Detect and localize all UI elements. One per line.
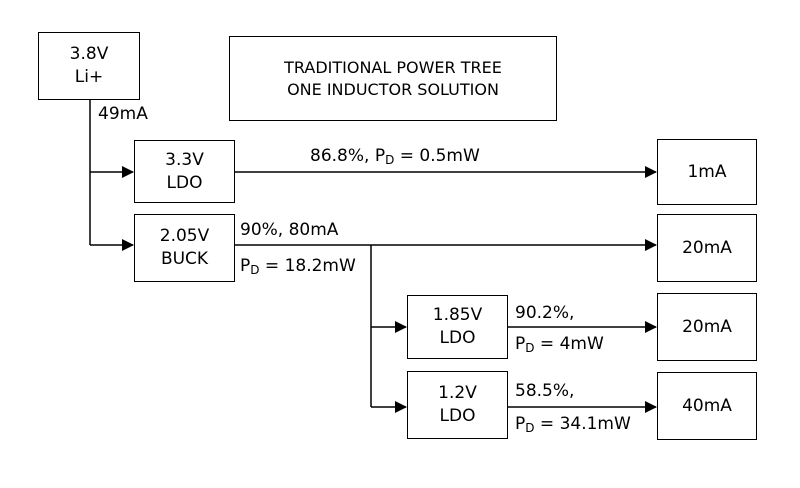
load4-current: 40mA [682,395,732,416]
ldo3-voltage: 1.2V [438,383,477,403]
buck-type: BUCK [160,249,209,269]
load2-current: 20mA [682,237,732,258]
title-line1: TRADITIONAL POWER TREE [284,57,502,77]
ldo3-box: 1.2V LDO [407,371,508,439]
ldo1-efficiency-label: 86.8%, PD = 0.5mW [310,146,480,167]
source-current-label: 49mA [98,104,148,124]
source-voltage: 3.8V [69,44,109,64]
buck-box: 2.05V BUCK [134,214,235,282]
load2-box: 20mA [657,214,757,282]
load1-current: 1mA [687,161,727,182]
load3-current: 20mA [682,316,732,337]
ldo2-efficiency-label: 90.2%, [515,303,575,323]
buck-voltage: 2.05V [159,226,210,246]
buck-efficiency-label: 90%, 80mA [240,220,339,240]
ldo1-voltage: 3.3V [165,149,204,170]
ldo3-pd-label: PD = 34.1mW [515,414,631,435]
buck-pd-label: PD = 18.2mW [240,256,356,277]
ldo3-efficiency-label: 58.5%, [515,381,575,401]
title-line2: ONE INDUCTOR SOLUTION [287,79,499,99]
load3-box: 20mA [657,293,757,361]
source-type: Li+ [74,67,104,87]
title-box: TRADITIONAL POWER TREE ONE INDUCTOR SOLU… [229,36,557,121]
ldo2-pd-label: PD = 4mW [515,334,604,355]
ldo3-type: LDO [439,406,476,426]
ldo2-box: 1.85V LDO [407,295,508,359]
load1-box: 1mA [657,139,757,205]
ldo2-type: LDO [439,328,476,348]
ldo1-type: LDO [166,172,203,193]
source-box: 3.8V Li+ [38,32,140,100]
load4-box: 40mA [657,372,757,440]
ldo2-voltage: 1.85V [432,305,483,325]
ldo1-box: 3.3V LDO [134,140,235,203]
